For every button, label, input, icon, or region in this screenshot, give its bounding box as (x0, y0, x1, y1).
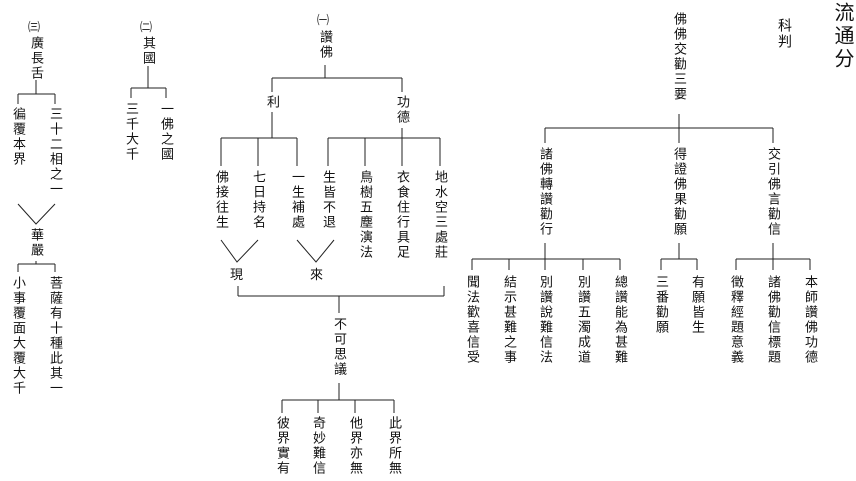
b3-item: 聞法歡喜信受 (464, 275, 479, 365)
middle-root-node: 讚佛 (317, 30, 332, 60)
merit-item: 鳥樹五塵演法 (357, 170, 372, 260)
bukesiyi-node: 不可思議 (331, 317, 346, 377)
page-subtitle: 科判 (776, 18, 792, 50)
lai-node: 來 (310, 268, 324, 283)
xian-node: 現 (230, 268, 244, 283)
section-2-number: ㈡ (140, 20, 153, 34)
b3-item: 結示甚難之事 (501, 275, 516, 365)
tongue-bottom-item: 菩薩有十種此其一 (47, 276, 62, 396)
huayan-node: 華嚴 (28, 228, 43, 258)
b1-item: 徵釋經題意義 (728, 275, 743, 365)
benefit-branch: 利 (264, 95, 279, 110)
tongue-item: 徧覆本界 (10, 107, 25, 167)
b2-item: 三番勸願 (653, 275, 668, 335)
tongue-item: 三十二相之一 (47, 107, 62, 197)
right-root-node: 佛佛交勸三要 (671, 12, 686, 102)
benefit-item: 一生補處 (289, 170, 304, 230)
country-root-node: 其國 (140, 36, 155, 66)
right-branch-3: 諸佛轉讚勸行 (537, 147, 552, 237)
right-branch-1: 交引佛言勸信 (765, 147, 780, 237)
bottom-item: 奇妙難信 (310, 416, 325, 476)
country-item: 一佛之國 (158, 102, 173, 162)
bottom-item: 他界亦無 (347, 416, 362, 476)
section-3-number: ㈢ (28, 20, 41, 34)
right-branch-2: 得證佛果勸願 (671, 147, 686, 237)
merit-item: 衣食住行具足 (394, 170, 409, 260)
b3-item: 別讚五濁成道 (575, 275, 590, 365)
merit-branch: 功德 (394, 95, 409, 125)
tongue-bottom-item: 小事覆面大覆大千 (10, 276, 25, 396)
b3-item: 總讚能為甚難 (612, 275, 627, 365)
bottom-item: 彼界實有 (274, 416, 289, 476)
country-item: 三千大千 (123, 102, 138, 162)
benefit-item: 七日持名 (250, 170, 265, 230)
merit-item: 地水空三處莊 (432, 170, 447, 260)
benefit-item: 佛接往生 (213, 170, 228, 230)
b1-item: 諸佛勸信標題 (765, 275, 780, 365)
merit-item: 生皆不退 (320, 170, 335, 230)
b3-item: 別讚說難信法 (537, 275, 552, 365)
section-1-number: ㈠ (317, 13, 330, 27)
tongue-root-node: 廣長舌 (28, 36, 43, 81)
bottom-item: 此界所無 (386, 416, 401, 476)
b1-item: 本師讚佛功德 (802, 275, 817, 365)
page-title: 流通分 (831, 2, 855, 71)
b2-item: 有願皆生 (689, 275, 704, 335)
